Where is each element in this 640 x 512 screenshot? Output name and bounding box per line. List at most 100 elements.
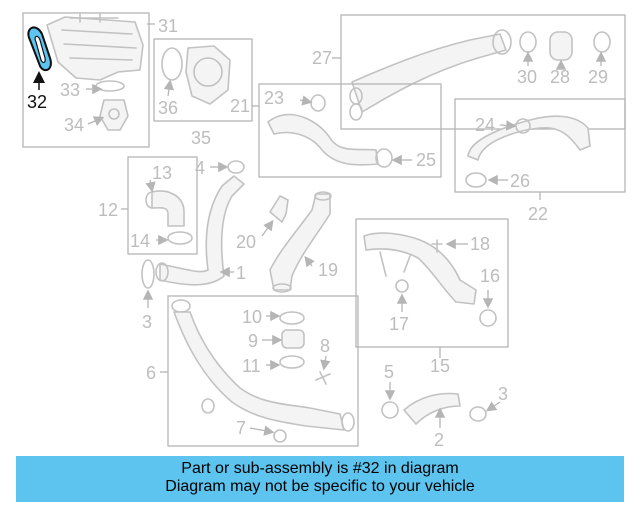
group-12-frame: [127, 156, 198, 255]
charge-pipe-outlet: [492, 29, 512, 55]
hose-22: [467, 115, 591, 161]
duct-19-bottom: [272, 283, 292, 293]
bolt-8: [315, 371, 331, 385]
clamp-14: [167, 231, 193, 245]
bolt-18: [431, 239, 443, 253]
hose-28: [549, 31, 573, 61]
clamp-5: [381, 401, 399, 419]
leader-20: [261, 219, 274, 237]
callout-25: 25: [416, 150, 436, 170]
pipe-15: [363, 232, 477, 305]
callout-12: 12: [98, 200, 118, 220]
clamp-23: [310, 94, 326, 112]
free-parts-left: [141, 160, 245, 308]
callout-16: 16: [480, 266, 500, 286]
free-parts-center: [261, 191, 332, 293]
leader-23: [299, 95, 313, 106]
callout-10: 10: [242, 307, 262, 327]
hose-1-end: [155, 262, 169, 282]
callout-35: 35: [191, 128, 211, 148]
callout-1: 1: [236, 263, 246, 283]
o-ring-3-left: [141, 259, 155, 289]
clamp-10: [279, 311, 305, 325]
callout-36: 36: [158, 98, 178, 118]
sensor-34-port: [108, 108, 120, 120]
group-27-frame: [340, 14, 626, 130]
callout-28: 28: [550, 67, 570, 87]
group-31: [22, 12, 155, 148]
sleeve-9: [281, 329, 305, 349]
callout-2: 2: [434, 430, 444, 450]
leader-24: [499, 120, 517, 131]
group-35-frame: [153, 38, 253, 122]
callout-23: 23: [264, 88, 284, 108]
bracket-20: [269, 195, 289, 223]
callout-27: 27: [312, 48, 332, 68]
callout-17: 17: [389, 314, 409, 334]
callout-19: 19: [318, 260, 338, 280]
throttle-bore: [193, 57, 223, 87]
hose-1: [159, 175, 245, 286]
group-12: [121, 156, 198, 255]
clamp-29: [593, 31, 611, 53]
callout-34: 34: [64, 115, 84, 135]
leader-34: [87, 116, 105, 126]
throttle-body: [185, 45, 231, 105]
callout-21: 21: [230, 96, 250, 116]
group-6-frame: [167, 295, 359, 447]
parts-diagram: 31 32 33 34 36 35 27 30 28 29 21 23 25 2…: [22, 12, 626, 450]
callout-3b: 3: [498, 384, 508, 404]
callout-33: 33: [60, 80, 80, 100]
callout-7: 7: [236, 418, 246, 438]
clamp-26: [465, 172, 487, 188]
charge-pipe-end-b: [349, 103, 363, 121]
callout-22: 22: [528, 204, 548, 224]
clamp-11: [279, 355, 305, 369]
info-banner: Part or sub-assembly is #32 in diagram D…: [16, 456, 624, 502]
clamp-4: [227, 160, 245, 174]
o-ring-33: [95, 80, 125, 92]
leader-8: [320, 355, 331, 371]
grommet-7b: [273, 429, 287, 443]
housing-ribs: [61, 29, 137, 61]
callout-32: 32: [27, 92, 47, 112]
group-15: [355, 218, 509, 358]
leader-7: [249, 425, 275, 436]
group-31-frame: [22, 12, 150, 148]
pipe-6-outlet: [341, 412, 355, 432]
hose-12: [151, 190, 185, 227]
callout-13: 13: [152, 163, 172, 183]
callout-18: 18: [470, 234, 490, 254]
callout-6: 6: [146, 363, 156, 383]
callout-30: 30: [517, 67, 537, 87]
callout-8: 8: [320, 336, 330, 356]
callout-11: 11: [242, 356, 261, 376]
banner-line-1: Part or sub-assembly is #32 in diagram: [181, 460, 459, 477]
callout-5: 5: [384, 362, 394, 382]
group-22: [454, 98, 626, 200]
callout-9: 9: [248, 331, 258, 351]
leader-3-right: [485, 401, 501, 412]
hose-2: [403, 392, 461, 425]
pipe-6-inlet: [171, 299, 191, 313]
callout-3a: 3: [142, 312, 152, 332]
duct-19-top: [314, 191, 332, 201]
seal-36: [161, 47, 183, 81]
callout-26: 26: [510, 171, 530, 191]
free-parts-bottom-right: [381, 382, 501, 428]
callout-4: 4: [195, 158, 205, 178]
group-6: [160, 295, 359, 447]
o-ring-3-right: [469, 406, 487, 422]
group-21-frame: [258, 83, 442, 178]
charge-pipe-27: [351, 33, 507, 113]
housing-bolt: [69, 13, 119, 23]
grommet-7a: [201, 398, 215, 414]
callout-numbers: 31 32 33 34 36 35 27 30 28 29 21 23 25 2…: [27, 16, 608, 450]
callout-20: 20: [236, 232, 256, 252]
banner-line-2: Diagram may not be specific to your vehi…: [165, 478, 475, 495]
leader-13: [145, 179, 156, 193]
callout-31: 31: [158, 16, 178, 36]
group-21: [252, 83, 442, 178]
callout-15: 15: [430, 356, 450, 376]
clamp-30: [519, 31, 537, 53]
